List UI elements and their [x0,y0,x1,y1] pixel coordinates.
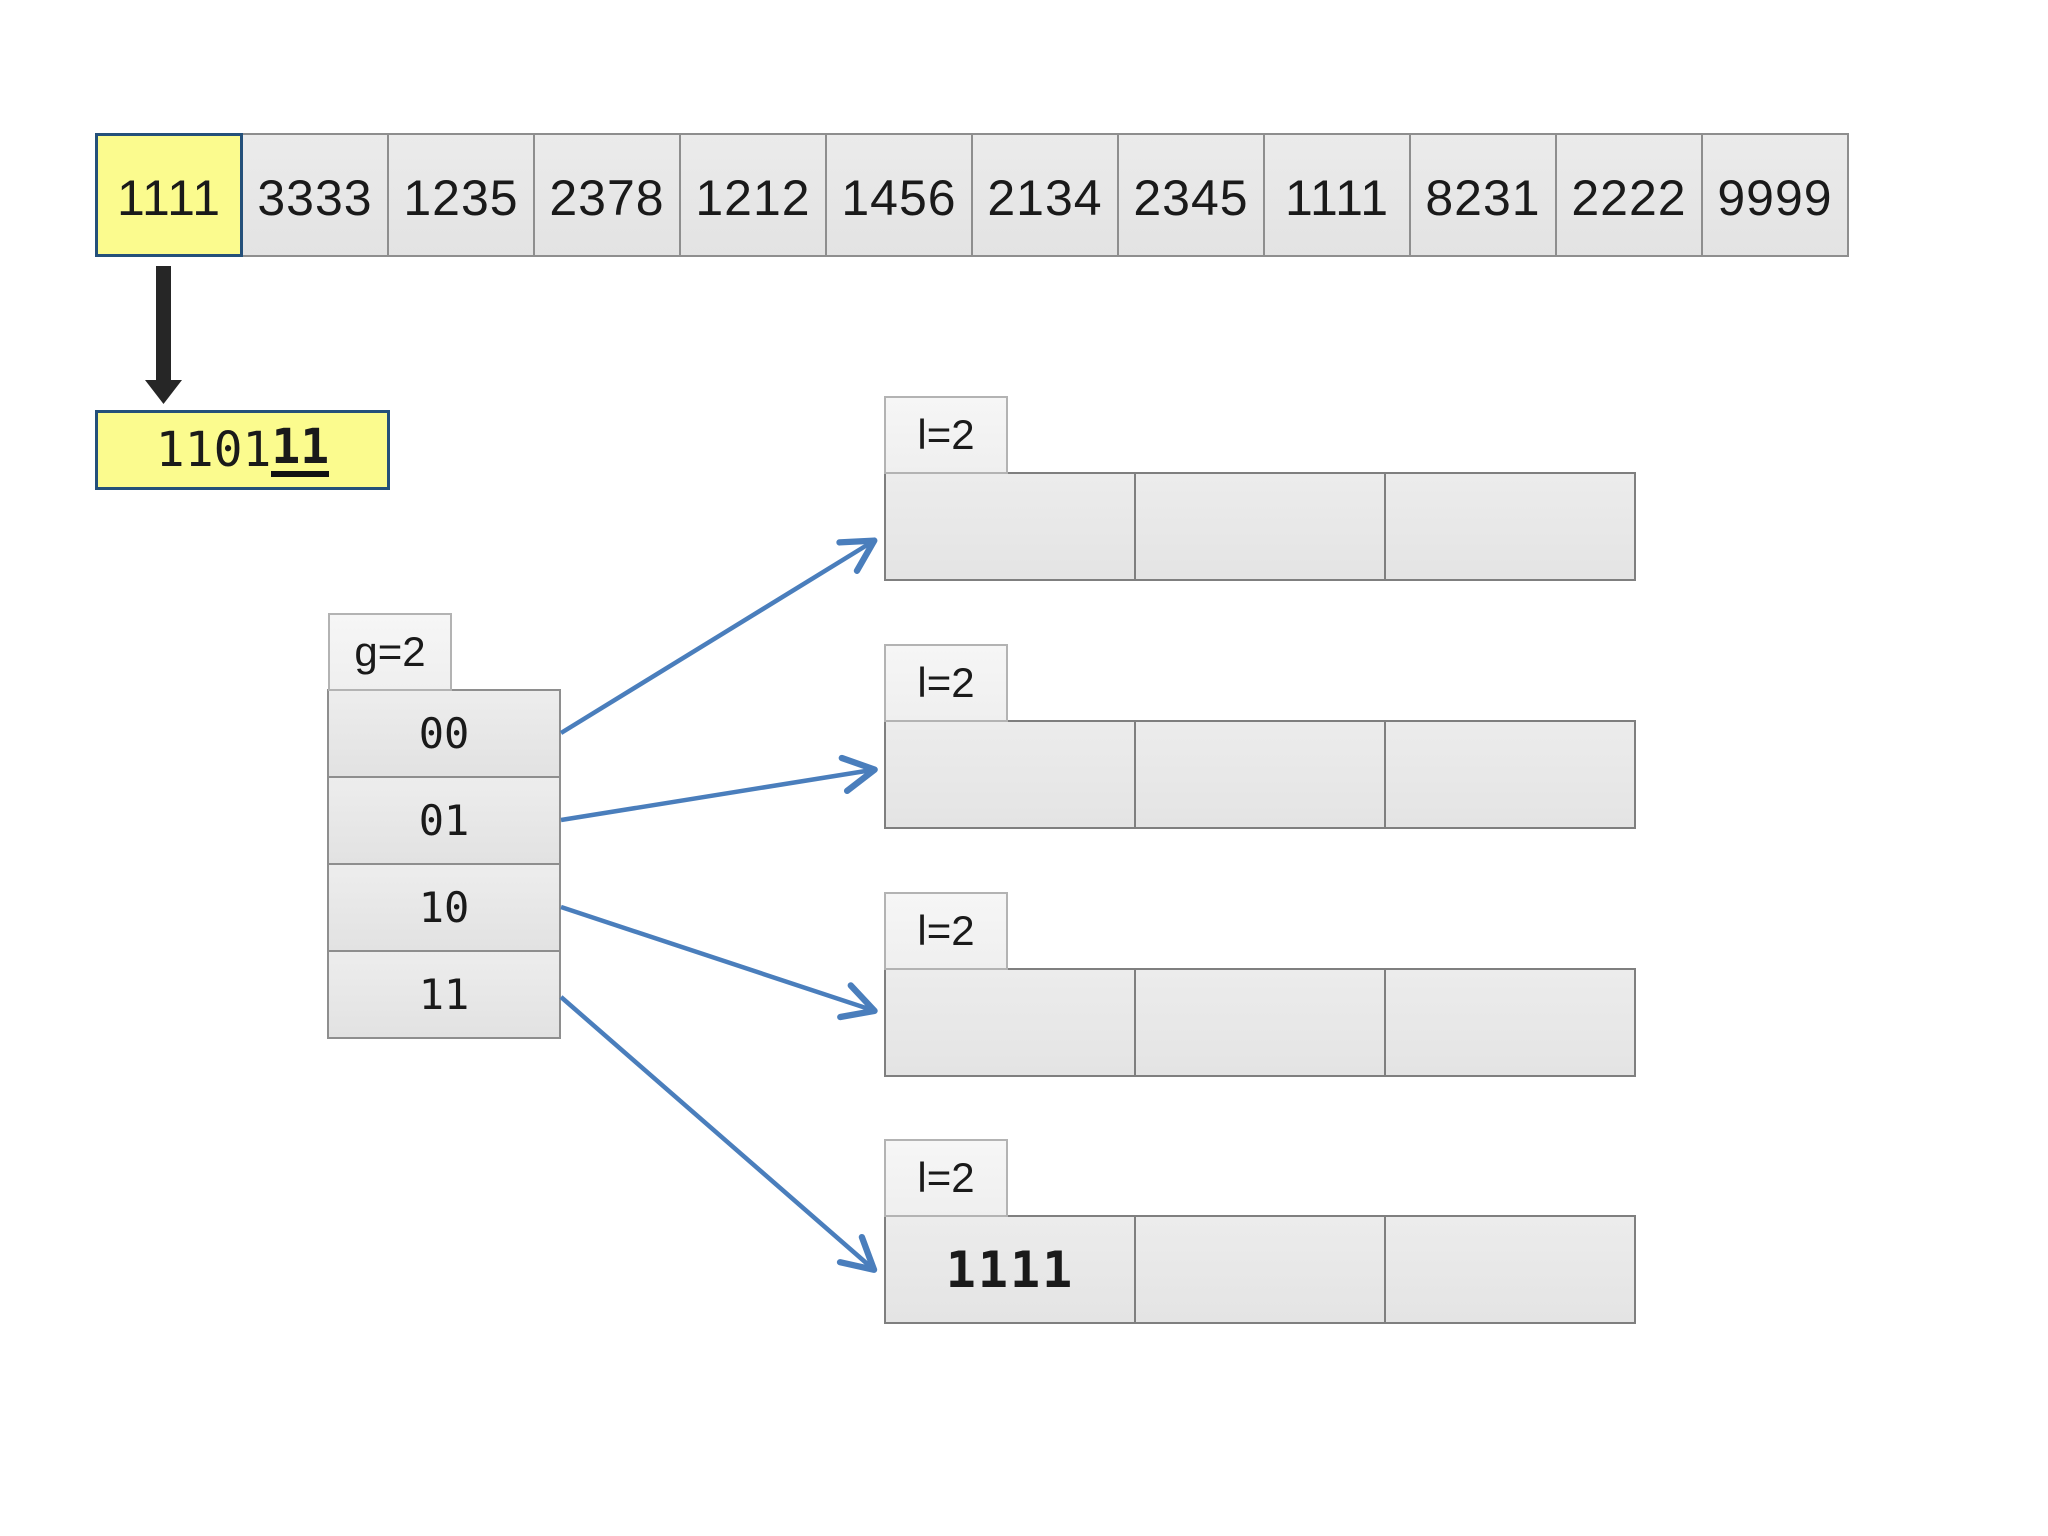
directory: 00 01 10 11 [327,689,561,1039]
bucket-slot [1134,472,1386,581]
black-down-arrow-icon [145,266,182,404]
bucket-slot [884,720,1136,829]
bucket-slot [884,472,1136,581]
directory-entry: 00 [327,689,561,778]
directory-entry: 01 [327,776,561,865]
global-depth-tag: g=2 [328,613,452,691]
directory-entry: 11 [327,950,561,1039]
directory-entry: 10 [327,863,561,952]
bucket-slot [1384,1215,1636,1324]
bucket-2 [884,720,1636,829]
array-cell: 1212 [679,133,827,257]
hash-value-suffix: 11 [271,419,330,477]
global-depth-label: g=2 [354,628,426,675]
array-cell: 3333 [241,133,389,257]
array-cell: 8231 [1409,133,1557,257]
array-cell: 2378 [533,133,681,257]
local-depth-label: l=2 [917,659,975,706]
bucket-slot [1134,720,1386,829]
blue-right-arrow-01-to-bucket2 [560,754,878,823]
bucket-slot [1384,720,1636,829]
bucket-slot [1134,968,1386,1077]
blue-right-arrow-00-to-bucket1 [559,537,878,735]
key-array: 1111 3333 1235 2378 1212 1456 2134 2345 … [95,133,1849,257]
bucket-slot [1384,472,1636,581]
local-depth-tag: l=2 [884,1139,1008,1217]
bucket-3 [884,968,1636,1077]
blue-right-arrow-10-to-bucket3 [560,904,878,1021]
local-depth-tag: l=2 [884,644,1008,722]
array-cell: 9999 [1701,133,1849,257]
array-cell: 1111 [1263,133,1411,257]
array-cell: 2222 [1555,133,1703,257]
local-depth-label: l=2 [917,411,975,458]
array-cell: 2345 [1117,133,1265,257]
array-cell: 2134 [971,133,1119,257]
array-cell: 1456 [825,133,973,257]
local-depth-tag: l=2 [884,396,1008,474]
bucket-slot-filled: 1111 [884,1215,1136,1324]
array-cell-highlighted: 1111 [95,133,243,257]
hash-value-prefix: 1101 [155,422,272,478]
array-cell: 1235 [387,133,535,257]
blue-right-arrow-11-to-bucket4 [559,995,878,1273]
bucket-1 [884,472,1636,581]
local-depth-label: l=2 [917,907,975,954]
bucket-4: 1111 [884,1215,1636,1324]
local-depth-tag: l=2 [884,892,1008,970]
bucket-slot [884,968,1136,1077]
bucket-slot [1384,968,1636,1077]
local-depth-label: l=2 [917,1154,975,1201]
bucket-slot [1134,1215,1386,1324]
